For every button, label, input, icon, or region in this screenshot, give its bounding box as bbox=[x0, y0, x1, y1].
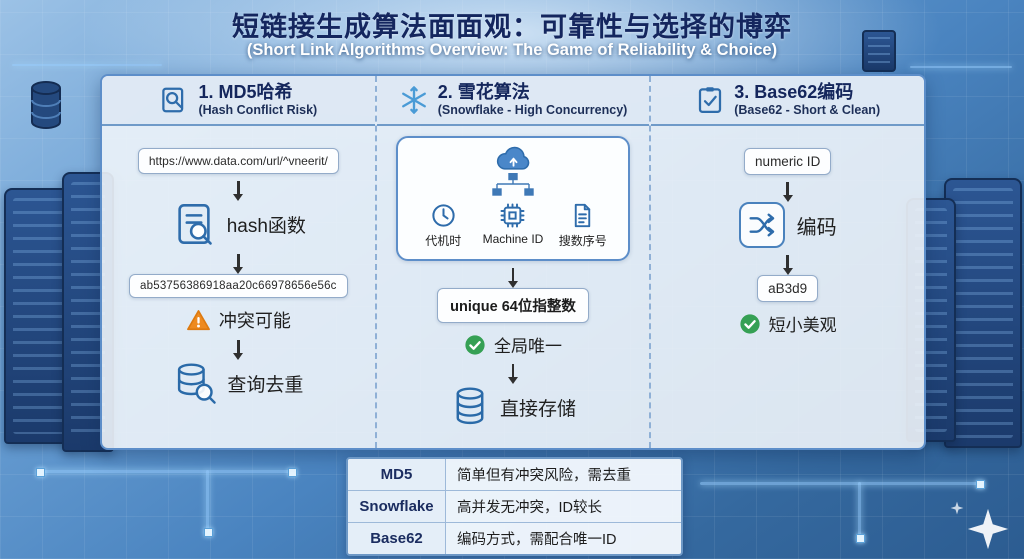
table-row-name: Snowflake bbox=[348, 491, 446, 522]
flow-arrow bbox=[511, 268, 515, 281]
document-search-icon bbox=[171, 201, 217, 247]
hash-step-label: hash函数 bbox=[226, 215, 306, 237]
encode-step-label: 编码 bbox=[796, 216, 837, 239]
flow-arrow bbox=[511, 364, 515, 377]
cloud-upload-icon bbox=[492, 146, 534, 173]
clipboard-check-icon bbox=[695, 85, 725, 115]
table-row: Snowflake 高并发无冲突，ID较长 bbox=[348, 490, 681, 522]
column-base62: 3. Base62编码 (Base62 - Short & Clean) num… bbox=[649, 76, 924, 448]
column-snowflake-subtitle: (Snowflake - High Concurrency) bbox=[437, 103, 628, 118]
circuit-node bbox=[288, 468, 297, 477]
short-clean-note: 短小美观 bbox=[739, 311, 837, 336]
flow-arrow bbox=[786, 255, 789, 268]
circuit-node bbox=[856, 534, 865, 543]
column-base62-body: numeric ID 编码 aB3d9 bbox=[651, 126, 924, 448]
numeric-id-box: numeric ID bbox=[744, 148, 832, 175]
part-machine-id: Machine ID bbox=[478, 202, 548, 249]
clock-icon bbox=[430, 202, 457, 229]
table-row: MD5 简单但有冲突风险，需去重 bbox=[348, 459, 681, 490]
column-md5-header: 1. MD5哈希 (Hash Conflict Risk) bbox=[102, 76, 375, 126]
search-document-icon bbox=[159, 85, 189, 115]
summary-table: MD5 简单但有冲突风险，需去重 Snowflake 高并发无冲突，ID较长 B… bbox=[346, 457, 683, 556]
column-base62-subtitle: (Base62 - Short & Clean) bbox=[734, 103, 881, 118]
column-md5: 1. MD5哈希 (Hash Conflict Risk) https://ww… bbox=[102, 76, 375, 448]
part-sequence-label: 搜数序号 bbox=[558, 234, 607, 248]
chip-icon bbox=[499, 202, 526, 229]
hash-value-box: ab53756386918aa20c66978656e56c bbox=[129, 274, 348, 298]
check-circle-icon bbox=[739, 313, 761, 335]
column-base62-header: 3. Base62编码 (Base62 - Short & Clean) bbox=[651, 76, 924, 126]
snowflake-parts-row: 代机时 Machine ID bbox=[408, 202, 617, 249]
circuit-line bbox=[12, 64, 162, 66]
flow-arrow bbox=[786, 182, 789, 195]
conflict-warning: 冲突可能 bbox=[186, 307, 291, 333]
table-row-description: 编码方式，需配合唯一ID bbox=[457, 532, 617, 548]
column-md5-body: https://www.data.com/url/^vneerit/ hash函… bbox=[102, 126, 375, 448]
part-sequence: 搜数序号 bbox=[548, 202, 618, 249]
flow-arrow bbox=[237, 254, 240, 267]
unique-id-box: unique 64位指整数 bbox=[437, 288, 589, 323]
circuit-line bbox=[858, 482, 861, 538]
circuit-node bbox=[36, 468, 45, 477]
part-timestamp-label: 代机时 bbox=[425, 234, 462, 248]
part-machine-id-label: Machine ID bbox=[482, 232, 544, 246]
table-row-description: 高并发无冲突，ID较长 bbox=[457, 500, 602, 516]
circuit-line bbox=[700, 482, 980, 485]
circuit-node bbox=[204, 528, 213, 537]
part-timestamp: 代机时 bbox=[408, 202, 478, 249]
column-snowflake-header: 2. 雪花算法 (Snowflake - High Concurrency) bbox=[376, 76, 650, 126]
store-step-label: 直接存储 bbox=[500, 398, 577, 420]
snowflake-components-box: 代机时 Machine ID bbox=[396, 136, 630, 261]
snowflake-icon bbox=[399, 85, 429, 115]
encode-step: 编码 bbox=[738, 202, 837, 248]
page-subtitle: (Short Link Algorithms Overview: The Gam… bbox=[246, 41, 778, 59]
database-search-icon bbox=[173, 361, 217, 405]
circuit-line bbox=[40, 470, 290, 473]
column-snowflake-title: 2. 雪花算法 bbox=[437, 82, 530, 103]
shuffle-icon bbox=[738, 202, 785, 248]
table-row-name: MD5 bbox=[348, 459, 446, 490]
column-md5-title: 1. MD5哈希 bbox=[198, 82, 293, 103]
short-clean-label: 短小美观 bbox=[768, 316, 837, 335]
database-icon bbox=[450, 385, 490, 429]
globally-unique-note: 全局唯一 bbox=[464, 332, 562, 357]
mini-server-icon bbox=[862, 30, 896, 72]
dedup-step-label: 查询去重 bbox=[227, 374, 304, 396]
circuit-line bbox=[910, 66, 1012, 68]
page-title: 短链接生成算法面面观：可靠性与选择的博弈 bbox=[232, 12, 792, 42]
url-input-box: https://www.data.com/url/^vneerit/ bbox=[137, 148, 339, 174]
check-circle-icon bbox=[464, 334, 486, 356]
flow-arrow bbox=[237, 340, 240, 353]
conflict-warning-label: 冲突可能 bbox=[218, 311, 291, 331]
warning-triangle-icon bbox=[186, 308, 211, 333]
table-row: Base62 编码方式，需配合唯一ID bbox=[348, 522, 681, 554]
column-snowflake: 2. 雪花算法 (Snowflake - High Concurrency) bbox=[374, 76, 650, 448]
hash-step: hash函数 bbox=[171, 201, 306, 247]
main-panel: 1. MD5哈希 (Hash Conflict Risk) https://ww… bbox=[100, 74, 926, 450]
database-stack-icon bbox=[26, 78, 66, 132]
network-nodes-icon bbox=[489, 173, 537, 196]
table-row-description: 简单但有冲突风险，需去重 bbox=[457, 468, 631, 484]
column-snowflake-body: 代机时 Machine ID bbox=[377, 126, 650, 448]
sparkle-icon-small bbox=[950, 501, 964, 515]
sparkle-icon bbox=[966, 507, 1010, 551]
flow-arrow bbox=[237, 181, 240, 194]
column-base62-title: 3. Base62编码 bbox=[734, 82, 854, 103]
server-rack-right-1 bbox=[944, 178, 1022, 448]
circuit-node bbox=[976, 480, 985, 489]
table-row-name: Base62 bbox=[348, 523, 446, 554]
store-step: 直接存储 bbox=[450, 385, 576, 429]
dedup-step: 查询去重 bbox=[173, 361, 303, 405]
document-icon bbox=[569, 202, 596, 229]
circuit-line bbox=[206, 470, 209, 532]
globally-unique-label: 全局唯一 bbox=[494, 337, 562, 356]
column-md5-subtitle: (Hash Conflict Risk) bbox=[198, 103, 318, 118]
